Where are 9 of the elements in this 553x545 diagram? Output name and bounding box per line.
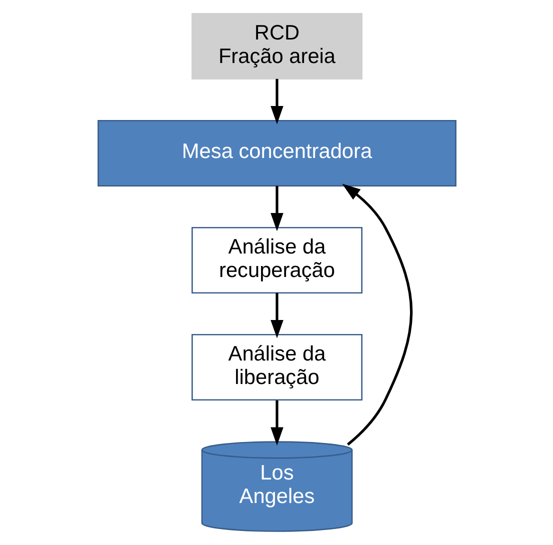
node-box: Análise da liberação — [191, 334, 362, 401]
arrow — [270, 186, 283, 232]
arrow — [270, 292, 283, 338]
arrow — [270, 78, 283, 124]
arrow — [270, 400, 283, 446]
arrow — [342, 184, 412, 446]
node-box: RCD Fração areia — [191, 12, 362, 80]
node-box: Análise da recuperação — [191, 226, 362, 294]
node-box: Mesa concentradora — [97, 120, 456, 187]
